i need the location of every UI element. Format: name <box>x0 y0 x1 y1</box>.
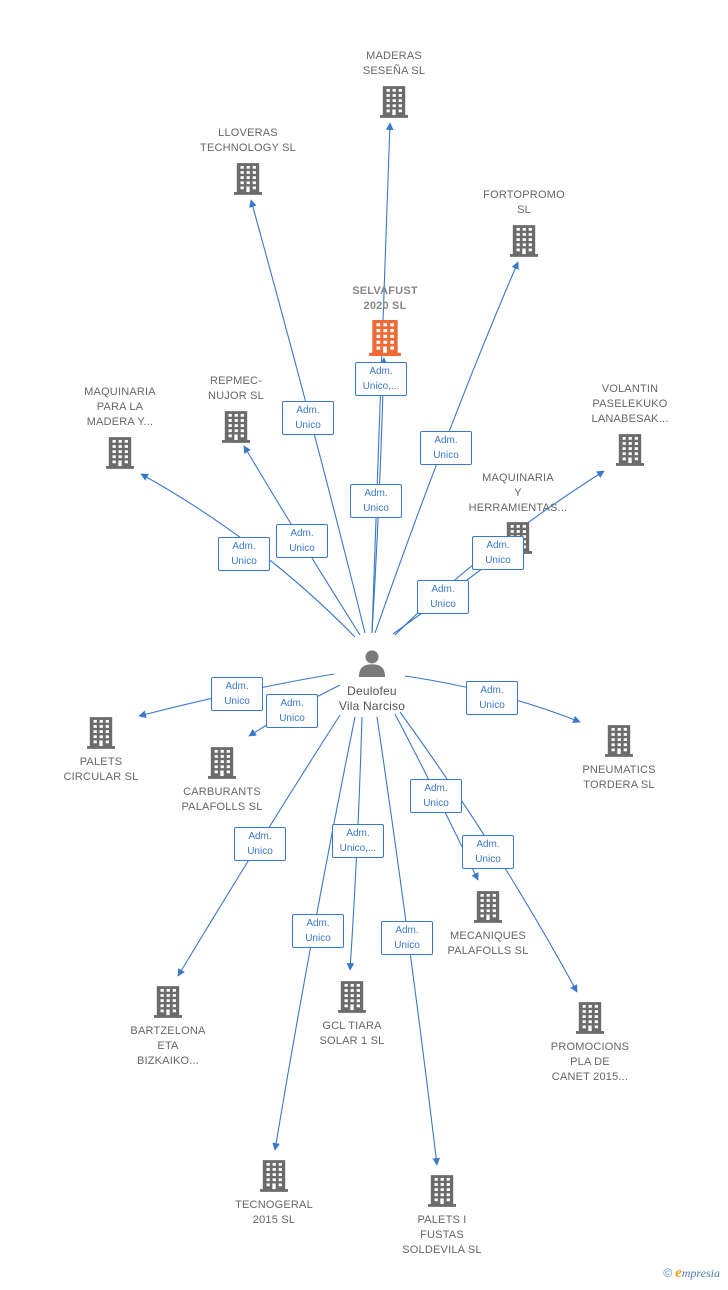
node-label: FORTOPROMO SL <box>483 189 565 216</box>
node-label: TECNOGERAL 2015 SL <box>235 1199 313 1226</box>
building-icon <box>338 980 366 1019</box>
edge-label-carburants[interactable]: Adm. Unico <box>266 694 318 728</box>
building-icon <box>260 1159 288 1198</box>
node-label: MADERAS SESEÑA SL <box>362 50 426 77</box>
edge-label-maquinaria_madera[interactable]: Adm. Unico <box>218 537 270 571</box>
brand-initial: e <box>675 1265 682 1281</box>
building-icon <box>154 985 182 1024</box>
building-icon <box>380 85 408 124</box>
edge-label-lloveras[interactable]: Adm. Unico <box>282 401 334 435</box>
building-icon <box>369 320 401 361</box>
node-label: Deulofeu Vila Narciso <box>338 684 406 713</box>
building-icon <box>222 410 250 449</box>
building-icon <box>616 433 644 472</box>
brand-name: mpresia <box>681 1266 720 1280</box>
node-label: MECANIQUES PALAFOLLS SL <box>447 930 529 957</box>
building-icon <box>605 724 633 763</box>
empresia-watermark[interactable]: ©empresia <box>663 1265 720 1282</box>
edge-label-repmec[interactable]: Adm. Unico <box>276 524 328 558</box>
edge-label-selvafust[interactable]: Adm. Unico,... <box>355 362 407 396</box>
building-icon <box>510 224 538 263</box>
edge-label-bartzelona[interactable]: Adm. Unico <box>234 827 286 861</box>
edge-label-palets_fustas[interactable]: Adm. Unico <box>381 921 433 955</box>
edge-label-gcl[interactable]: Adm. Unico,... <box>332 824 384 858</box>
edge-label-maquinaria_herr[interactable]: Adm. Unico <box>417 580 469 614</box>
node-label: MAQUINARIA Y HERRAMIENTAS... <box>468 472 568 514</box>
edge-label-mecaniques[interactable]: Adm. Unico <box>410 779 462 813</box>
edge-label-tecnogeral[interactable]: Adm. Unico <box>292 914 344 948</box>
node-label: CARBURANTS PALAFOLLS SL <box>181 786 263 813</box>
node-label: GCL TIARA SOLAR 1 SL <box>319 1020 385 1047</box>
building-icon <box>208 746 236 785</box>
node-label: VOLANTIN PASELEKUKO LANABESAK... <box>591 383 669 425</box>
edge-label-volantin[interactable]: Adm. Unico <box>472 536 524 570</box>
building-icon <box>428 1174 456 1213</box>
edge-label-maderas[interactable]: Adm. Unico <box>350 484 402 518</box>
node-label: REPMEC- NUJOR SL <box>208 375 264 402</box>
node-label: MAQUINARIA PARA LA MADERA Y... <box>84 386 156 428</box>
node-label: PROMOCIONS PLA DE CANET 2015... <box>550 1041 630 1083</box>
edge-label-promocions[interactable]: Adm. Unico <box>462 835 514 869</box>
building-icon <box>576 1001 604 1040</box>
copyright-symbol: © <box>663 1266 673 1280</box>
building-icon <box>474 890 502 929</box>
edge-label-pneumatics[interactable]: Adm. Unico <box>466 681 518 715</box>
node-label: PNEUMATICS TORDERA SL <box>582 764 656 791</box>
node-label: SELVAFUST 2020 SL <box>352 285 418 312</box>
node-label: PALETS I FUSTAS SOLDEVILA SL <box>402 1214 482 1256</box>
building-icon <box>87 716 115 755</box>
node-label: LLOVERAS TECHNOLOGY SL <box>200 127 296 154</box>
edge-label-palets_circular[interactable]: Adm. Unico <box>211 677 263 711</box>
node-label: PALETS CIRCULAR SL <box>63 756 139 783</box>
building-icon <box>234 162 262 201</box>
person-icon <box>358 649 386 682</box>
building-icon <box>106 436 134 475</box>
node-label: BARTZELONA ETA BIZKAIKO... <box>130 1025 206 1067</box>
edge-label-fortopromo[interactable]: Adm. Unico <box>420 431 472 465</box>
